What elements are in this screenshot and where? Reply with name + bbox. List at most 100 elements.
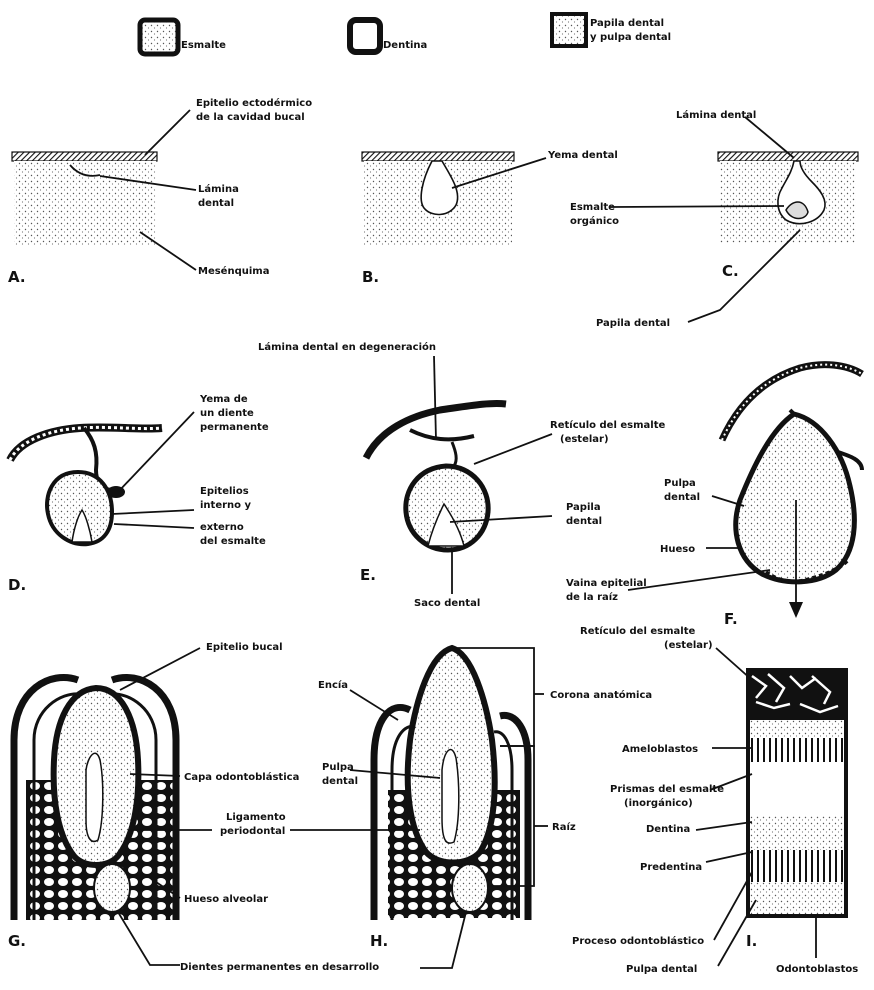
panel-letter-d: D. (8, 576, 26, 594)
label-reticulum-e-2: (estelar) (560, 434, 609, 445)
leader-reticulum-i (716, 648, 752, 680)
ameloblast-layer (748, 738, 846, 762)
enamel-swatch (140, 20, 178, 54)
label-gum: Encía (318, 679, 348, 691)
epithelium-band (12, 152, 157, 161)
label-predentin: Predentina (640, 862, 702, 873)
epithelium-band (362, 152, 514, 161)
legend-enamel: Esmalte (181, 40, 226, 51)
leader-mesenchyme (140, 232, 196, 270)
panel-h: Encía Pulpa dental Corona anatómica Raíz… (290, 648, 652, 968)
label-bud-d-1: Yema de (199, 394, 248, 405)
label-sheath-2: de la raíz (566, 591, 618, 603)
dentin-layer (748, 816, 846, 850)
panel-letter-f: F. (724, 610, 738, 628)
lamina-connection (452, 442, 456, 466)
leader-sheath (628, 570, 770, 590)
legend-pulp-2: y pulpa dental (590, 32, 671, 43)
label-epithelium-2: de la cavidad bucal (196, 112, 305, 123)
label-prisms-2: (inorgánico) (624, 797, 693, 809)
pulp-layer (748, 882, 846, 916)
label-odontoblast-layer: Capa odontoblástica (184, 771, 299, 783)
label-sac: Saco dental (414, 598, 480, 609)
permanent-tooth-h (452, 864, 488, 912)
legend: Esmalte Dentina Papila dental y pulpa de… (140, 14, 671, 54)
permanent-tooth-g (94, 864, 130, 912)
panel-d: Yema de un diente permanente Epitelios i… (8, 394, 269, 594)
legend-dentin: Dentina (383, 40, 427, 51)
label-ameloblasts: Ameloblastos (622, 744, 698, 755)
label-organ-1: Esmalte (570, 202, 615, 213)
label-epi-1: Epitelios (200, 486, 249, 497)
leader-epi-inner (112, 510, 194, 514)
leader-bud-d (118, 412, 194, 492)
mesenchyme-region (14, 161, 156, 246)
label-epi-3: externo (200, 522, 244, 533)
leader-dentin-i (696, 822, 752, 830)
leader-epi-outer (114, 524, 194, 528)
odontoblast-layer (748, 850, 846, 882)
label-root: Raíz (552, 821, 576, 833)
label-epithelium-1: Epitelio ectodérmico (196, 97, 312, 109)
panel-g: Epitelio bucal Capa odontoblástica Ligam… (8, 642, 379, 973)
label-oral-epithelium: Epitelio bucal (206, 642, 283, 653)
legend-pulp-1: Papila dental (590, 18, 664, 29)
label-papilla-e-2: dental (566, 516, 602, 527)
leader-degeneration (434, 356, 436, 440)
label-pulp-f-2: dental (664, 492, 700, 503)
leader-epithelium (145, 110, 190, 155)
label-crown: Corona anatómica (550, 689, 652, 701)
panel-letter-g: G. (8, 932, 26, 950)
label-pulp-i: Pulpa dental (626, 964, 697, 975)
leader-permanent-h (420, 912, 466, 968)
panel-letter-h: H. (370, 932, 388, 950)
label-lamina-c: Lámina dental (676, 109, 756, 121)
label-organ-2: orgánico (570, 215, 619, 227)
label-epi-4: del esmalte (200, 536, 266, 547)
label-epi-2: interno y (200, 500, 252, 511)
label-papilla-e-1: Papila (566, 502, 601, 513)
stratum-layer (748, 720, 846, 738)
label-dentin-i: Dentina (646, 824, 690, 835)
leader-predentin (706, 852, 752, 862)
dentin-swatch (350, 20, 380, 52)
panel-letter-c: C. (722, 262, 739, 280)
degenerating-lamina (410, 430, 474, 439)
leader-organ (610, 206, 784, 207)
label-alveolar: Hueso alveolar (184, 894, 268, 905)
label-process: Proceso odontoblástico (572, 935, 704, 947)
label-lamina-2: dental (198, 198, 234, 209)
label-bud-d-2: un diente (200, 408, 254, 419)
label-permanent: Dientes permanentes en desarrollo (180, 962, 379, 973)
panel-i: Retículo del esmalte (estelar) Ameloblas… (572, 625, 858, 975)
pulp-h (442, 749, 459, 843)
leader-gum (350, 690, 398, 720)
panel-letter-a: A. (8, 268, 26, 286)
label-pulp-f-1: Pulpa (664, 478, 696, 489)
arrow-head (789, 602, 803, 618)
label-pulp-h-2: dental (322, 776, 358, 787)
label-ligament-2: periodontal (220, 826, 285, 837)
tooth-germ-f (736, 414, 855, 582)
label-odontoblasts: Odontoblastos (776, 964, 858, 975)
label-prisms-1: Prismas del esmalte (610, 784, 724, 795)
panel-letter-e: E. (360, 566, 376, 584)
panel-a: Epitelio ectodérmico de la cavidad bucal… (8, 97, 312, 286)
leader-oral-epithelium (120, 648, 200, 690)
leader-papilla-c (688, 230, 800, 322)
label-bud: Yema dental (547, 150, 618, 161)
label-mesenchyme: Mesénquima (198, 265, 269, 277)
label-bone-f: Hueso (660, 544, 695, 555)
stellate-reticulum (748, 670, 846, 720)
panel-letter-i: I. (746, 932, 757, 950)
panel-c: Lámina dental Esmalte orgánico Papila de… (570, 109, 858, 329)
pulp-swatch (552, 14, 586, 46)
label-pulp-h-1: Pulpa (322, 762, 354, 773)
label-reticulum-i-2: (estelar) (664, 640, 713, 651)
label-sheath-1: Vaina epitelial (566, 578, 647, 589)
panel-letter-b: B. (362, 268, 379, 286)
leader-reticulum-e (474, 434, 552, 464)
enamel-prism-layer (748, 762, 846, 816)
label-lamina-1: Lámina (198, 183, 239, 195)
